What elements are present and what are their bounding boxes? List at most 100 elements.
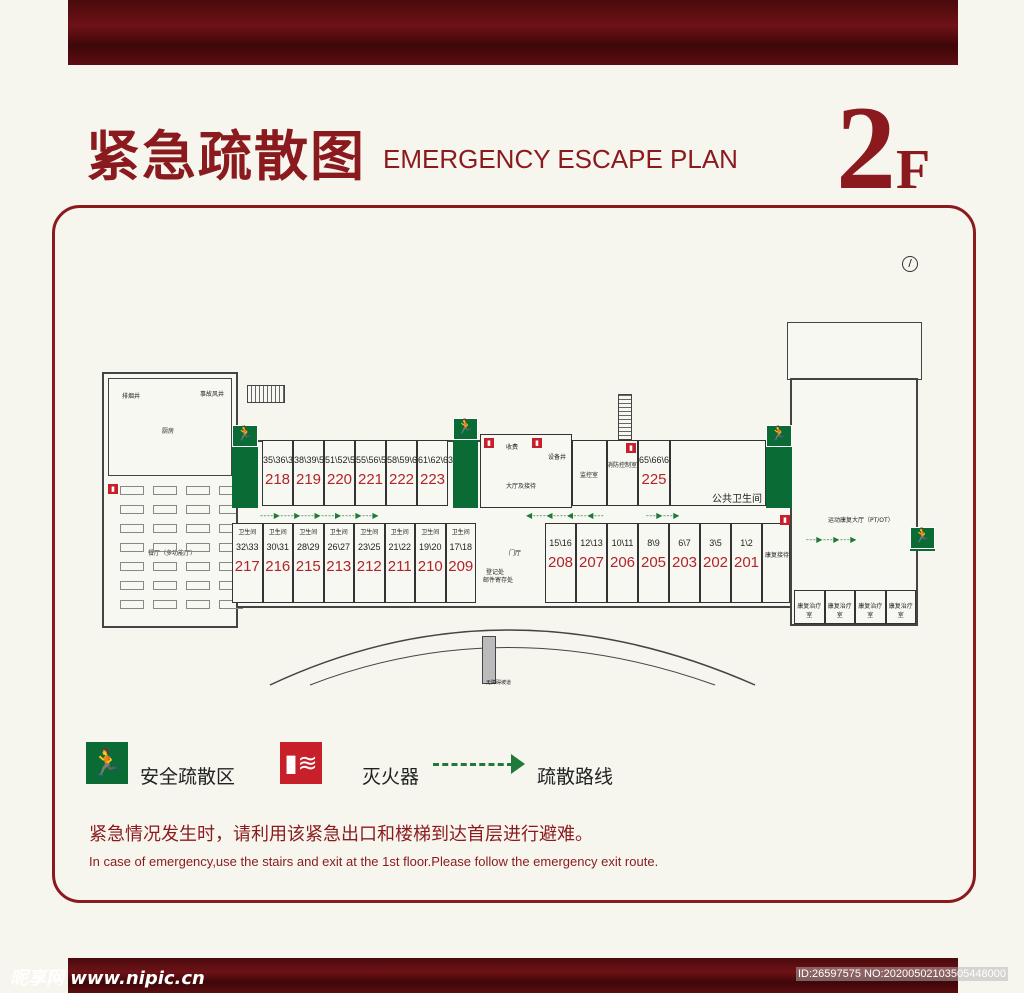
plan-frame <box>52 205 976 903</box>
fire-extinguisher-icon: ▮ <box>108 484 118 494</box>
legend-route-label: 疏散路线 <box>537 766 614 788</box>
bed-numbers: 51\52\53 <box>325 455 361 465</box>
center-stair <box>618 394 632 440</box>
bed-numbers: 17\18 <box>449 542 473 552</box>
stairs <box>247 385 285 403</box>
floor-indicator: 2F <box>836 88 930 208</box>
bed-numbers: 3\5 <box>709 538 722 548</box>
compass-icon: / <box>902 256 918 272</box>
room-223: 61\62\63 223 <box>417 440 454 506</box>
dining-table <box>186 581 210 590</box>
notice-en: In case of emergency,use the stairs and … <box>89 854 659 869</box>
room-208: 15\16 208 <box>545 523 576 603</box>
room-number: 212 <box>356 558 382 575</box>
room-207: 12\13 207 <box>576 523 607 603</box>
room-number: 205 <box>640 554 667 571</box>
bathroom-label: 卫生间 <box>299 529 318 536</box>
title-en: EMERGENCY ESCAPE PLAN <box>383 144 738 174</box>
room-number: 202 <box>702 554 729 571</box>
mail-label: 邮件寄存处 <box>483 577 514 584</box>
lobby-label: 大厅及接待 <box>506 483 537 490</box>
dining-table <box>153 581 177 590</box>
dining-table <box>186 543 210 552</box>
floor-suffix: F <box>896 139 931 201</box>
route-arrow: - - - ▶ - - - ▶ - - - ▶ <box>806 535 856 544</box>
watermark: 昵享网 www.nipic.cn <box>10 968 205 989</box>
dining-table <box>186 486 210 495</box>
room-number: 218 <box>264 471 291 488</box>
emergency-exit-left: 🏃 <box>232 425 258 508</box>
route-arrow-head <box>511 754 525 774</box>
bathroom-label: 卫生间 <box>421 529 440 536</box>
room-number: 211 <box>387 558 412 575</box>
emergency-exit-center: 🏃 <box>453 418 478 508</box>
dining-table <box>186 505 210 514</box>
fire-extinguisher-icon: ▮≋ <box>280 742 322 784</box>
room-rehab-reception <box>762 523 790 603</box>
therapy-room: 康复治疗室 <box>885 590 916 624</box>
dining-table <box>153 600 177 609</box>
image-id: ID:26597575 NO:20200502103505448000 <box>796 967 1008 981</box>
bed-numbers: 12\13 <box>580 538 603 548</box>
public-toilet-label: 公共卫生间 <box>712 494 762 505</box>
dining-table <box>153 486 177 495</box>
dining-table <box>153 524 177 533</box>
exit-icon: 🏃 <box>232 425 258 447</box>
bathroom-label: 卫生间 <box>329 529 348 536</box>
kitchen-label: 厨房 <box>162 428 175 435</box>
dining-table <box>120 581 144 590</box>
kitchen-area <box>108 378 232 476</box>
route-arrow: ◀ - - - - ◀ - - - - ◀ - - - - ◀ - - - <box>526 511 604 520</box>
bed-numbers: 19\20 <box>418 542 442 552</box>
bathroom-label: 卫生间 <box>360 529 379 536</box>
equipment-shaft-label: 设备井 <box>548 454 567 461</box>
emergency-exit-right: 🏃 <box>766 425 792 508</box>
bed-numbers: 61\62\63 <box>418 455 454 465</box>
room-number: 223 <box>419 471 446 488</box>
bed-numbers: 15\16 <box>549 538 572 548</box>
bathroom-label: 卫生间 <box>451 529 470 536</box>
exit-icon: 🏃 <box>453 418 478 440</box>
legend-extinguisher-label: 灭火器 <box>362 766 420 788</box>
dining-table <box>120 600 144 609</box>
room-number: 219 <box>295 471 322 488</box>
dining-table <box>153 505 177 514</box>
legend: 🏃 安全疏散区 ▮≋ 灭火器 疏散路线 <box>86 742 646 788</box>
top-wood-band <box>68 0 958 65</box>
room-number: 220 <box>326 471 353 488</box>
room-number: 206 <box>609 554 636 571</box>
fire-extinguisher-icon: ▮ <box>532 438 542 448</box>
emergency-exit-east: 🏃 <box>910 527 935 551</box>
room-number: 203 <box>671 554 698 571</box>
dining-table <box>153 562 177 571</box>
rehab-hall-label: 运动康复大厅（PT/OT） <box>828 517 894 524</box>
bed-numbers: 38\39\50 <box>294 455 330 465</box>
room-number: 208 <box>547 554 574 571</box>
room-number: 210 <box>417 558 443 575</box>
fire-extinguisher-icon: ▮ <box>626 443 636 453</box>
bed-numbers: 21\22 <box>388 542 412 552</box>
room-number: 207 <box>578 554 605 571</box>
bed-numbers: 30\31 <box>266 542 290 552</box>
route-arrow-icon <box>433 763 513 766</box>
bed-numbers: 26\27 <box>327 542 351 552</box>
bed-numbers: 32\33 <box>235 542 259 552</box>
room-225: 65\66\67 225 <box>638 440 674 506</box>
rehab-reception-label: 康复接待室 <box>765 552 796 559</box>
registration-label: 登记处 <box>486 569 505 576</box>
dining-table <box>186 562 210 571</box>
room-number: 221 <box>357 471 384 488</box>
therapy-room: 康复治疗室 <box>794 590 825 624</box>
accident-shaft-label: 事故风井 <box>200 391 225 398</box>
dining-table <box>120 505 144 514</box>
dining-table <box>186 524 210 533</box>
fire-control-room <box>607 440 638 506</box>
